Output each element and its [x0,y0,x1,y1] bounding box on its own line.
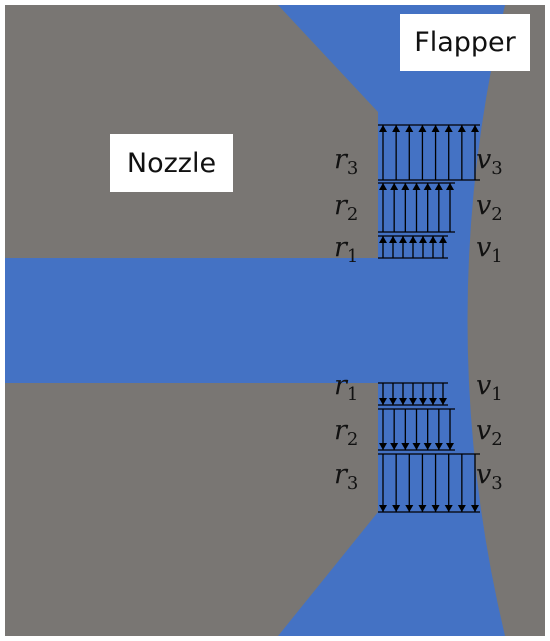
symbol-r2-lower: r2 [334,415,359,450]
flapper-label: Flapper [400,14,530,71]
symbol-r3-lower: r3 [334,459,359,494]
band-upper-r2-arrow-head [446,183,454,190]
band-lower-r1-arrow-head [379,398,387,405]
band-lower-r1-arrow-head [399,398,407,405]
band-lower-r2-arrow-head [379,443,387,450]
symbol-r2-upper: r2 [334,190,359,225]
band-lower-r2-arrow-head [412,443,421,450]
band-upper-r2-arrow-head [434,183,443,190]
band-upper-r3-arrow-head [379,125,387,132]
symbol-r1-upper: r1 [334,232,359,267]
nozzle-body-upper [5,5,378,258]
band-upper-r1-arrow-head [379,236,387,243]
band-lower-r3-arrow-head [444,505,453,512]
band-upper-r1-arrow-head [439,236,447,243]
band-lower-r2-arrow-head [434,443,443,450]
flapper-body [467,5,545,636]
band-upper-r2-arrow-head [379,183,387,190]
symbol-v3-lower: v3 [476,459,503,494]
band-upper-r2-arrow-head [401,183,410,190]
velocity-arrows [378,124,480,513]
nozzle-label: Nozzle [110,134,233,192]
band-lower-r2-arrow-head [390,443,399,450]
band-upper-r3-arrow-head [471,125,479,132]
symbol-v2-upper: v2 [476,190,503,225]
symbol-v2-lower: v2 [476,415,503,450]
symbol-r3-upper: r3 [334,144,359,179]
symbol-v1-upper: v1 [476,232,503,267]
band-lower-r3-arrow-head [392,505,401,512]
band-upper-r1-arrow-head [389,236,397,243]
band-upper-r3-arrow-head [457,125,466,132]
band-lower-r3-arrow-head [418,505,427,512]
band-lower-r1-arrow-head [389,398,397,405]
band-lower-r2-arrow-head [401,443,410,450]
band-lower-r3-arrow-head [471,505,479,512]
nozzle-body-lower [5,383,378,636]
band-lower-r3-arrow-head [457,505,466,512]
band-lower-r1-arrow-head [429,398,437,405]
band-upper-r3-arrow-head [444,125,453,132]
band-lower-r1-arrow-head [409,398,417,405]
band-upper-r1-arrow-head [419,236,427,243]
symbol-v3-upper: v3 [476,144,503,179]
band-upper-r3-arrow-head [405,125,414,132]
band-upper-r3-arrow-head [431,125,440,132]
band-upper-r2-arrow-head [390,183,399,190]
band-upper-r3-arrow-head [418,125,427,132]
band-upper-r2-arrow-head [412,183,421,190]
band-lower-r2-arrow-head [423,443,432,450]
band-upper-r2-arrow-head [423,183,432,190]
band-lower-r1-arrow-head [419,398,427,405]
band-lower-r3-arrow-head [379,505,387,512]
band-lower-r3-arrow-head [405,505,414,512]
symbol-v1-lower: v1 [476,370,503,405]
band-upper-r1-arrow-head [399,236,407,243]
band-lower-r3-arrow-head [431,505,440,512]
symbol-r1-lower: r1 [334,370,359,405]
band-upper-r1-arrow-head [429,236,437,243]
band-upper-r3-arrow-head [392,125,401,132]
band-lower-r2-arrow-head [446,443,454,450]
band-upper-r1-arrow-head [409,236,417,243]
band-lower-r1-arrow-head [439,398,447,405]
